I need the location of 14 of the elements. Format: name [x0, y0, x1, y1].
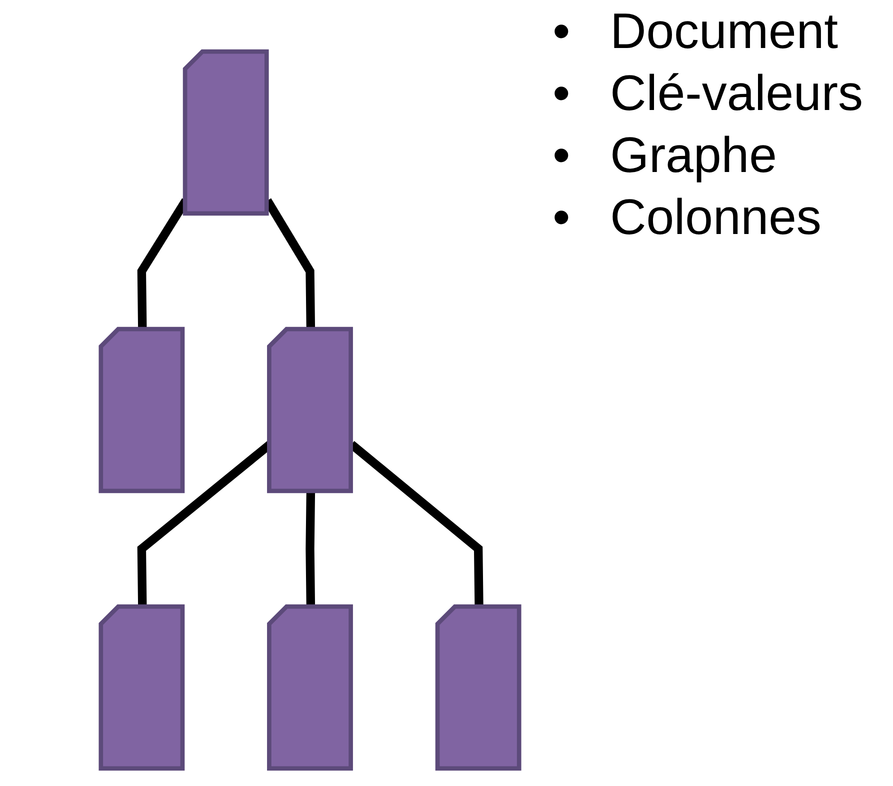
- node-box: [182, 49, 269, 216]
- node-box: [98, 604, 185, 771]
- node-box: [267, 604, 353, 771]
- node-box: [435, 604, 522, 771]
- list-text: •: [552, 64, 570, 123]
- node-box: [98, 326, 185, 494]
- list-text: Colonnes: [610, 188, 822, 247]
- list-text: •: [552, 126, 570, 185]
- node-box: [267, 326, 353, 494]
- list-text: Clé-valeurs: [610, 64, 863, 123]
- list-text: Graphe: [610, 126, 777, 185]
- list-text: •: [552, 2, 570, 61]
- list-text: •: [552, 188, 570, 247]
- list-text: Document: [610, 2, 838, 61]
